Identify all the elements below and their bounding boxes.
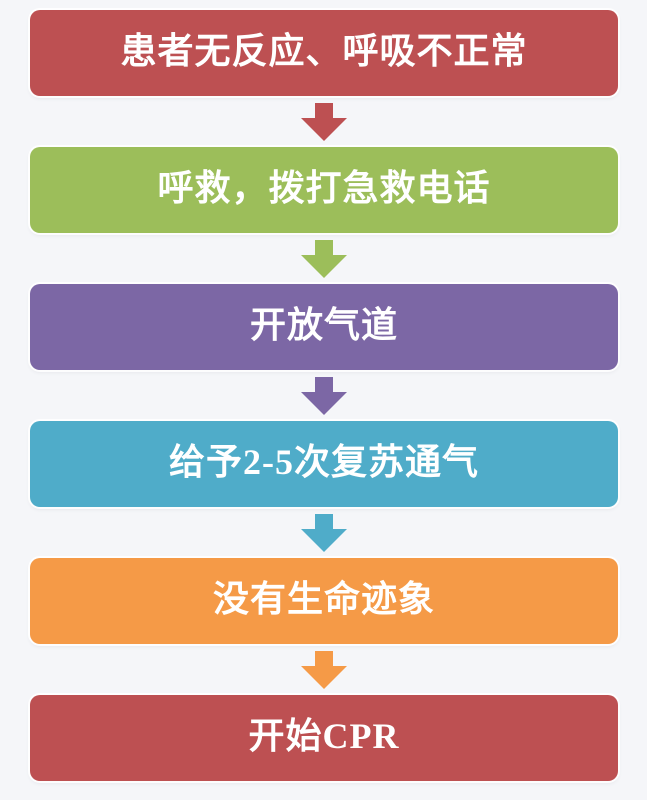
arrow-down-icon	[300, 650, 347, 689]
step-call-emergency: 呼救，拨打急救电话	[30, 147, 618, 233]
arrow-down-icon	[300, 376, 347, 415]
step-label: 呼救，拨打急救电话	[157, 168, 491, 208]
step-label: 开始CPR	[248, 716, 400, 756]
step-patient-unresponsive: 患者无反应、呼吸不正常	[30, 10, 618, 96]
step-label: 给予2-5次复苏通气	[169, 442, 479, 482]
step-rescue-breaths: 给予2-5次复苏通气	[30, 421, 618, 507]
arrow-down-icon	[300, 239, 347, 278]
step-label: 没有生命迹象	[212, 579, 435, 619]
connector-4	[300, 507, 347, 558]
connector-3	[300, 370, 347, 421]
step-start-cpr: 开始CPR	[30, 695, 618, 781]
step-label: 开放气道	[249, 305, 398, 345]
step-no-signs-of-life: 没有生命迹象	[30, 558, 618, 644]
arrow-down-icon	[300, 513, 347, 552]
step-open-airway: 开放气道	[30, 284, 618, 370]
connector-1	[300, 96, 347, 147]
connector-2	[300, 233, 347, 284]
arrow-down-icon	[300, 102, 347, 141]
connector-5	[300, 644, 347, 695]
flowchart-column: 患者无反应、呼吸不正常 呼救，拨打急救电话 开放气道 给予2-5次复苏通气	[30, 10, 618, 781]
step-label: 患者无反应、呼吸不正常	[120, 31, 528, 71]
